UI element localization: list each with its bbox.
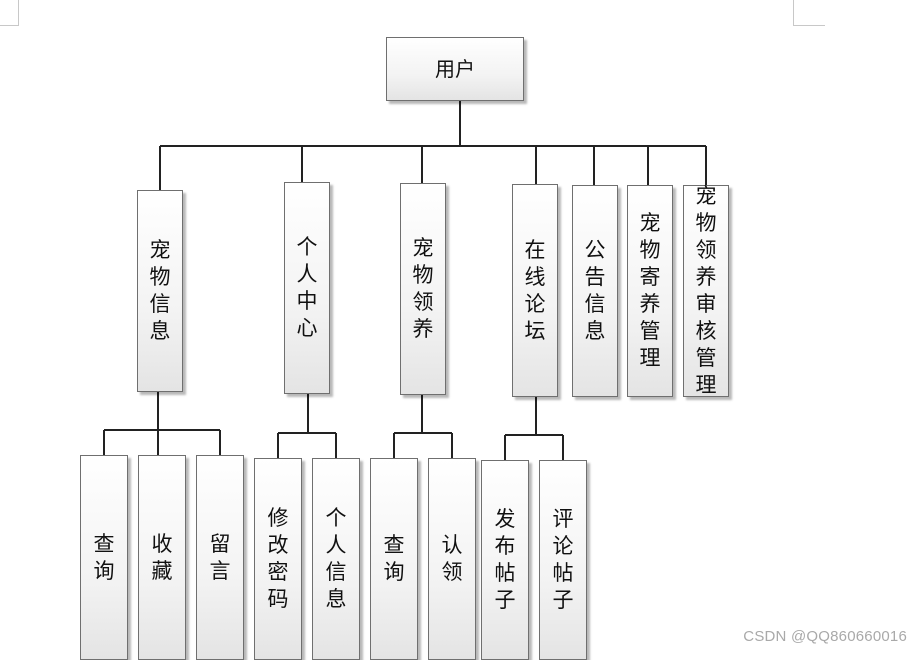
leaf-node-publish-post: 发布帖子 <box>481 460 529 660</box>
leaf-node-label: 查询 <box>383 533 405 584</box>
leaf-node-label: 个人信息 <box>325 506 347 611</box>
leaf-node-label: 评论帖子 <box>552 507 574 612</box>
leaf-node-query: 查询 <box>80 455 128 660</box>
root-node-label: 用户 <box>435 57 475 81</box>
module-node-label: 公告信息 <box>584 238 606 343</box>
module-node-online-forum: 在线论坛 <box>512 184 558 397</box>
module-node-pet-adoption: 宠物领养 <box>400 183 446 395</box>
module-node-adoption-review-management: 宠物领养审核管理 <box>683 184 729 397</box>
leaf-node-change-password: 修改密码 <box>254 458 302 660</box>
leaf-node-comment-post: 评论帖子 <box>539 460 587 660</box>
module-node-announcements: 公告信息 <box>572 185 618 397</box>
module-node-pet-boarding-management: 宠物寄养管理 <box>627 185 673 397</box>
leaf-node-favorite: 收藏 <box>138 455 186 660</box>
leaf-node-label: 发布帖子 <box>494 507 516 612</box>
module-node-label: 宠物领养 <box>412 236 434 341</box>
leaf-node-label: 认领 <box>441 533 463 584</box>
leaf-node-query: 查询 <box>370 458 418 660</box>
leaf-node-label: 查询 <box>93 531 115 583</box>
module-node-pet-info: 宠物信息 <box>137 190 183 392</box>
page-corner-mark <box>793 25 825 26</box>
module-node-label: 个人中心 <box>296 235 318 340</box>
root-node-user: 用户 <box>386 37 524 101</box>
leaf-node-claim: 认领 <box>428 458 476 660</box>
leaf-node-message: 留言 <box>196 455 244 660</box>
module-node-personal-center: 个人中心 <box>284 182 330 394</box>
leaf-node-personal-info: 个人信息 <box>312 458 360 660</box>
module-node-label: 宠物寄养管理 <box>639 211 661 370</box>
page-corner-mark <box>0 25 19 26</box>
watermark-text: CSDN @QQ860660016 <box>743 628 907 645</box>
page-corner-mark <box>18 0 19 26</box>
page-corner-mark <box>793 0 794 26</box>
module-node-label: 宠物领养审核管理 <box>695 184 717 397</box>
module-node-label: 在线论坛 <box>524 237 546 343</box>
leaf-node-label: 修改密码 <box>267 506 289 611</box>
leaf-node-label: 收藏 <box>151 531 173 583</box>
module-node-label: 宠物信息 <box>149 238 171 343</box>
leaf-node-label: 留言 <box>209 531 231 583</box>
